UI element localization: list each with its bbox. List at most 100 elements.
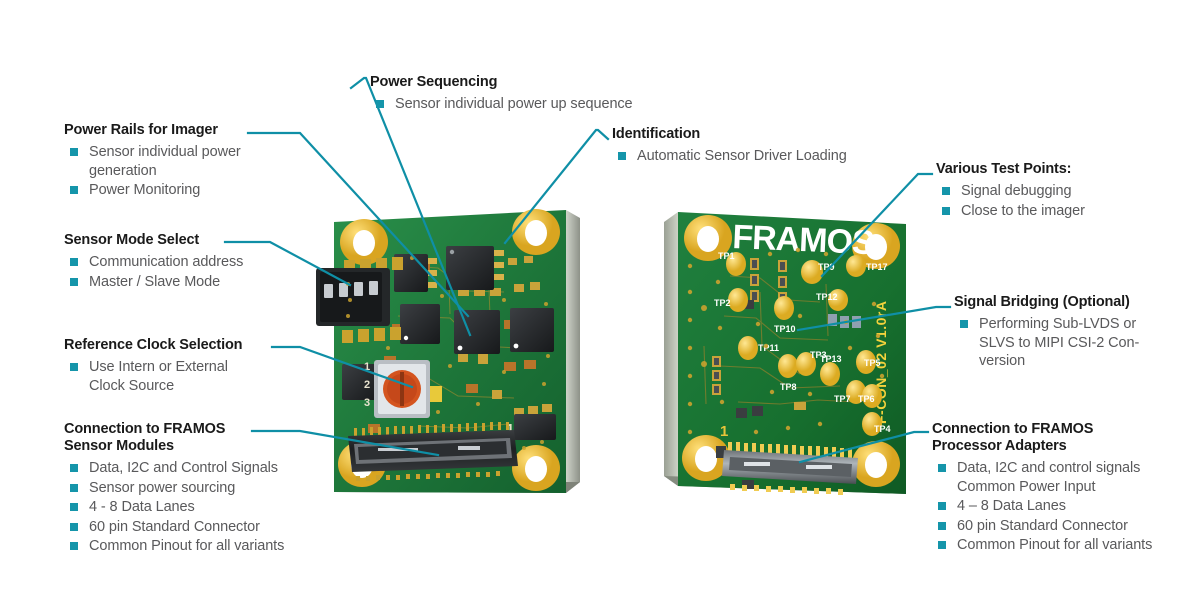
eeprom-ic [514,414,556,440]
pcb-substrate-back [678,212,906,494]
bullet-text: Automatic Sensor Driver Loading [637,148,847,164]
back-board-svg: FRAMOS F-CON_02 V1.0rA [664,212,906,495]
bullet-text: Use Intern or External [89,359,228,375]
svg-text:TP13: TP13 [820,354,842,364]
bullet-item: Common Pinout for all variants [64,537,324,556]
bullet-item: Power Monitoring [64,181,264,200]
bullet-square-icon [960,320,968,328]
callout-bullets: Performing Sub-LVDS or SLVS to MIPI CSI-… [954,315,1189,371]
bullet-text: 60 pin Standard Connector [957,517,1128,534]
bullet-item: Sensor individual power up sequence [370,95,690,114]
bullet-text-continued: Common Power Input [957,478,1096,495]
regulator-ic-1 [400,304,440,344]
callout-power-sequencing: Power Sequencing Sensor individual power… [370,74,690,115]
identification-ic [446,246,494,290]
bullet-item: Automatic Sensor Driver Loading [612,147,912,166]
pin1-marker-back: 1 [720,423,728,440]
svg-text:TP11: TP11 [758,343,779,353]
bullet-text: Sensor individual power [89,144,241,160]
bullet-text: Communication address [89,254,244,270]
svg-text:3: 3 [364,397,370,409]
bullet-square-icon [938,541,946,549]
bullet-text: Master / Slave Mode [89,273,221,290]
test-point-labels: TP1 TP2 TP9 TP17 TP12 TP10 TP11 TP3 TP8 … [714,251,891,434]
callout-heading-line2: Processor Adapters [932,438,1067,454]
callout-heading: Power Sequencing [370,74,498,90]
leader-signal-bridging [796,305,952,332]
pin1-marker-front: 1 [506,421,514,438]
bullet-item: Performing Sub-LVDS or SLVS to MIPI CSI-… [954,315,1189,371]
bullet-item: Common Pinout for all variants [932,536,1197,555]
bullet-item: Sensor power sourcing [64,479,324,498]
leader-power-rails [246,131,470,318]
front-board-svg: 1 2 3 1 [316,209,580,493]
bullet-text: Data, I2C and control signals [957,460,1141,476]
leader-power-sequencing [349,76,472,337]
svg-text:TP2: TP2 [714,298,731,308]
bullet-square-icon [70,503,78,511]
bullet-text: Power Monitoring [89,182,201,198]
board-edge [566,210,580,493]
regulator-ic-3 [342,364,378,400]
bullet-text-continued: generation [89,162,157,179]
svg-text:TP10: TP10 [774,324,796,334]
bullet-text-continued: SLVS to MIPI CSI-2 Con- [979,334,1140,351]
callout-heading-line1: Connection to FRAMOS [932,421,1094,437]
callout-heading: Reference Clock Selection [64,337,243,353]
svg-text:1: 1 [364,361,370,373]
bullet-item: Close to the imager [936,202,1186,221]
board-to-board-connector-front [348,422,518,481]
svg-text:TP5: TP5 [864,358,881,368]
bullet-text: Signal debugging [961,183,1072,199]
callout-reference-clock: Reference Clock Selection Use Intern or … [64,337,279,396]
callout-power-rails: Power Rails for Imager Sensor individual… [64,122,264,201]
callout-bullets: Use Intern or External Clock Source [64,358,279,395]
leader-test-points [820,172,934,278]
svg-text:TP8: TP8 [780,382,797,392]
bullet-square-icon [942,187,950,195]
callout-connection-processor-adapters: Connection to FRAMOS Processor Adapters … [932,421,1197,556]
svg-text:2: 2 [364,379,370,391]
leader-connection-processor [798,430,930,464]
svg-text:TP6: TP6 [858,394,875,404]
svg-text:TP9: TP9 [818,262,835,272]
svg-text:TP4: TP4 [874,424,891,434]
callout-heading: Various Test Points: [936,161,1072,177]
rotary-position-labels: 1 2 3 [364,361,370,409]
bullet-text-continued-2: version [979,353,1026,369]
callout-heading: Signal Bridging (Optional) [954,294,1130,310]
bullet-square-icon [70,464,78,472]
bullet-item: Communication address [64,253,284,272]
bullet-text: Common Pinout for all variants [957,537,1153,553]
bullet-item: Master / Slave Mode [64,273,284,292]
bullet-square-icon [938,521,946,530]
bullet-text: Sensor power sourcing [89,479,236,496]
bullet-item: 60 pin Standard Connector [932,517,1197,536]
leader-connection-sensor [250,429,440,457]
bullet-text: 4 – 8 Data Lanes [957,498,1066,514]
bullet-item: Data, I2C and Control Signals [64,459,324,478]
rotary-switch [374,360,442,418]
bullet-text: Performing Sub-LVDS or [979,316,1137,332]
framos-logo: FRAMOS [732,218,875,262]
bullet-square-icon [70,148,78,156]
bullet-text: Close to the imager [961,202,1085,219]
bullet-square-icon [70,186,78,194]
bullet-text: 60 pin Standard Connector [89,518,260,535]
vias-back [687,247,885,435]
bullet-square-icon [938,502,946,510]
svg-text:TP3: TP3 [810,350,827,360]
bullet-item: 60 pin Standard Connector [64,518,324,537]
bullet-text-continued: Clock Source [89,377,175,394]
bullet-item: 4 - 8 Data Lanes [64,498,324,517]
callout-heading: Sensor Mode Select [64,232,200,248]
callout-bullets: Signal debugging Close to the imager [936,182,1186,220]
bullet-square-icon [70,483,78,492]
callout-bullets: Communication address Master / Slave Mod… [64,253,284,291]
front-board-image: 1 2 3 1 [316,196,608,514]
bullet-item: Signal debugging [936,182,1186,201]
mounting-holes-back [682,215,900,487]
callout-bullets: Sensor individual power generation Power… [64,143,264,200]
bullet-square-icon [70,542,78,550]
